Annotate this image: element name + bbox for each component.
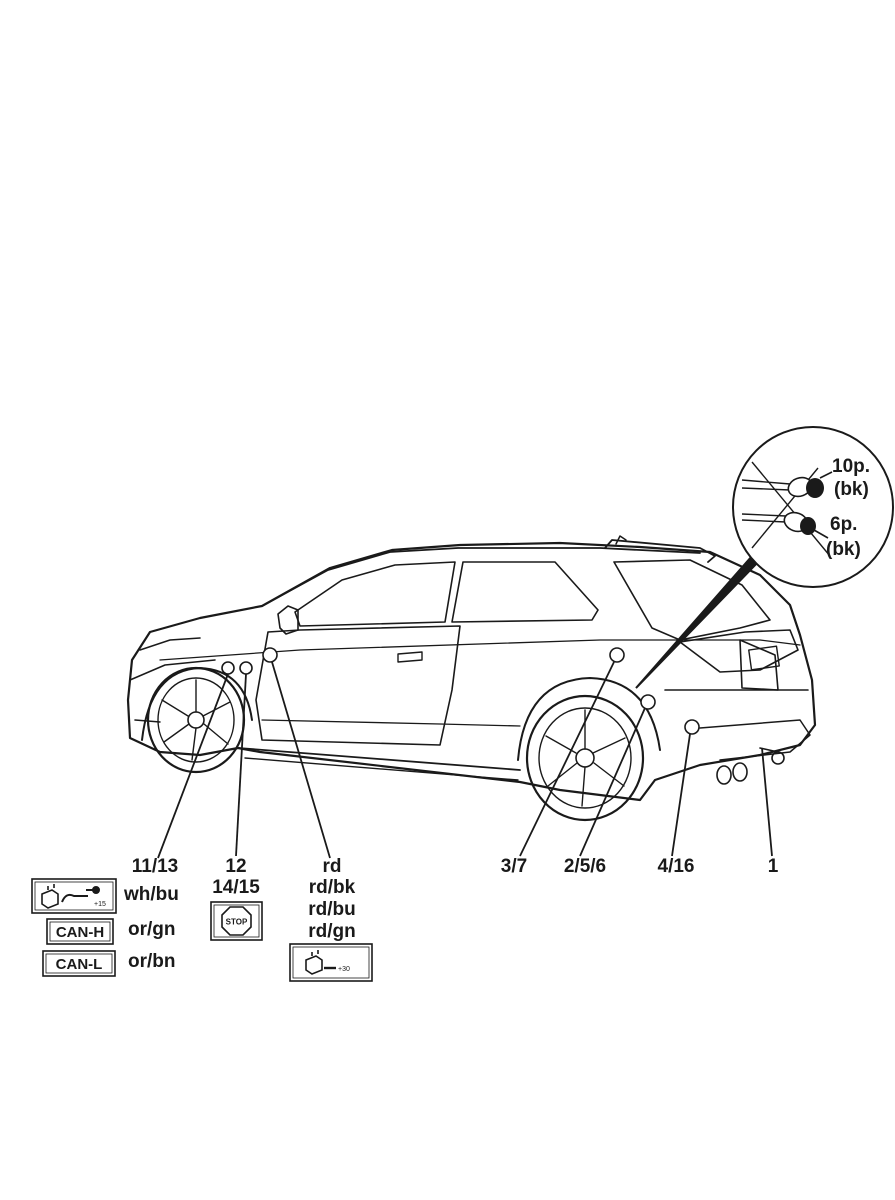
key-icon <box>61 886 100 903</box>
door-wire-legend: rd/bk rd/bu rd/gn <box>308 877 356 942</box>
stop-sign-icon <box>221 906 252 936</box>
inset-10p-label: 10p. <box>832 456 870 477</box>
point-rear-a <box>609 647 625 663</box>
can-h-label: CAN-H <box>56 924 104 941</box>
battery-icon <box>41 884 59 909</box>
callout-11-13: 11/13 <box>132 856 179 877</box>
wire-rd-bu: rd/bu <box>308 899 356 920</box>
point-rear-b <box>640 694 656 710</box>
stop-box: STOP <box>210 901 263 941</box>
wire-rd-gn: rd/gn <box>308 921 356 942</box>
point-rear-c <box>684 719 700 735</box>
point-front-a <box>221 661 235 675</box>
callout-1: 1 <box>768 856 779 877</box>
connector-inset: 10p. (bk) 6p. (bk) <box>732 426 894 588</box>
wire-or-gn: or/gn <box>128 919 176 940</box>
ignition-box: +15 <box>31 878 117 914</box>
callout-2-5-6: 2/5/6 <box>564 856 606 877</box>
callout-4-16: 4/16 <box>658 856 695 877</box>
wire-wh-bu: wh/bu <box>123 884 179 905</box>
callout-3-7: 3/7 <box>501 856 527 877</box>
inset-6p-label: 6p. <box>830 514 857 535</box>
inset-10p-color: (bk) <box>834 479 869 500</box>
can-l-box: CAN-L <box>42 950 116 977</box>
point-front-b <box>239 661 253 675</box>
wire-or-bn: or/bn <box>128 951 176 972</box>
stop-label: STOP <box>226 918 248 927</box>
inset-6p-color: (bk) <box>826 539 861 560</box>
connector-6p-icon <box>783 511 829 539</box>
battery-terminal: +30 <box>338 966 350 973</box>
callout-12: 12 <box>225 856 246 877</box>
callout-rd: rd <box>323 856 342 877</box>
left-wire-legend: wh/bu or/gn or/bn <box>123 884 179 972</box>
battery-plus-icon <box>305 950 336 975</box>
connector-10p-icon <box>787 471 833 498</box>
leader-lines <box>157 661 773 859</box>
can-h-box: CAN-H <box>46 918 114 945</box>
ignition-terminal: +15 <box>94 901 106 908</box>
point-door <box>262 647 278 663</box>
callout-labels: 11/13 12 14/15 rd 3/7 2/5/6 4/16 1 <box>132 856 779 898</box>
callout-14-15: 14/15 <box>212 877 260 898</box>
can-l-label: CAN-L <box>56 956 103 973</box>
car-illustration <box>126 535 817 822</box>
wire-rd-bk: rd/bk <box>309 877 356 898</box>
battery-box: +30 <box>289 943 373 982</box>
